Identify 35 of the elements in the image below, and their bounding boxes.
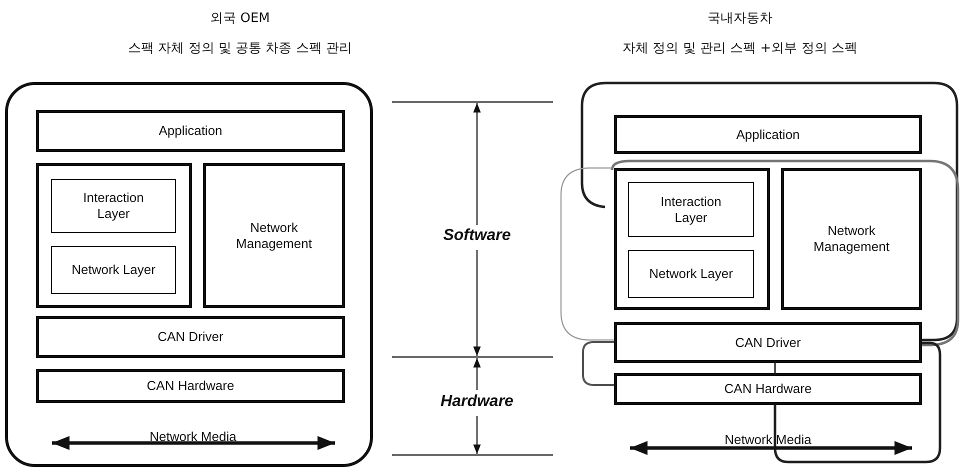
layer-box: [36, 110, 345, 152]
layer-box: [614, 115, 922, 154]
stack-frame: [5, 82, 373, 467]
layer-label: CAN Driver: [735, 334, 801, 350]
panel-heading: 국내자동차: [708, 10, 772, 27]
panel-heading: 외국 OEM: [210, 10, 270, 27]
layer-label: Network Management: [812, 223, 890, 255]
layer-label: Application: [736, 126, 800, 142]
layer-box: [36, 369, 345, 403]
layer-label: Network Layer: [72, 262, 156, 278]
layer-label: Interaction Layer: [82, 190, 145, 222]
layer-label: Network Layer: [649, 266, 733, 282]
layer-box: [614, 322, 922, 363]
layer-box: [36, 316, 345, 358]
layer-box: [781, 168, 922, 310]
layer-label: Application: [158, 123, 222, 139]
layer-label: CAN Hardware: [724, 381, 812, 397]
layer-label: Interaction Layer: [660, 194, 722, 226]
layer-box: [628, 250, 754, 298]
layer-box: [614, 373, 922, 405]
media-label: Network Media: [724, 432, 812, 446]
group-box: [614, 168, 770, 310]
layer-box: [628, 182, 754, 237]
layer-box: [203, 163, 345, 308]
layer-category-label: Software: [443, 227, 511, 245]
layer-label: CAN Hardware: [146, 378, 234, 394]
media-label: Network Media: [150, 428, 236, 444]
panel-heading: 스팩 자체 정의 및 공통 차종 스펙 관리: [128, 40, 352, 57]
group-box: [36, 163, 192, 308]
panel-heading: 자체 정의 및 관리 스펙 +외부 정의 스펙: [622, 40, 858, 57]
layer-category-label: Hardware: [440, 393, 514, 411]
layer-label: Network Management: [235, 220, 313, 252]
layer-label: CAN Driver: [158, 329, 224, 345]
layer-box: [51, 246, 176, 294]
layer-box: [51, 179, 176, 233]
